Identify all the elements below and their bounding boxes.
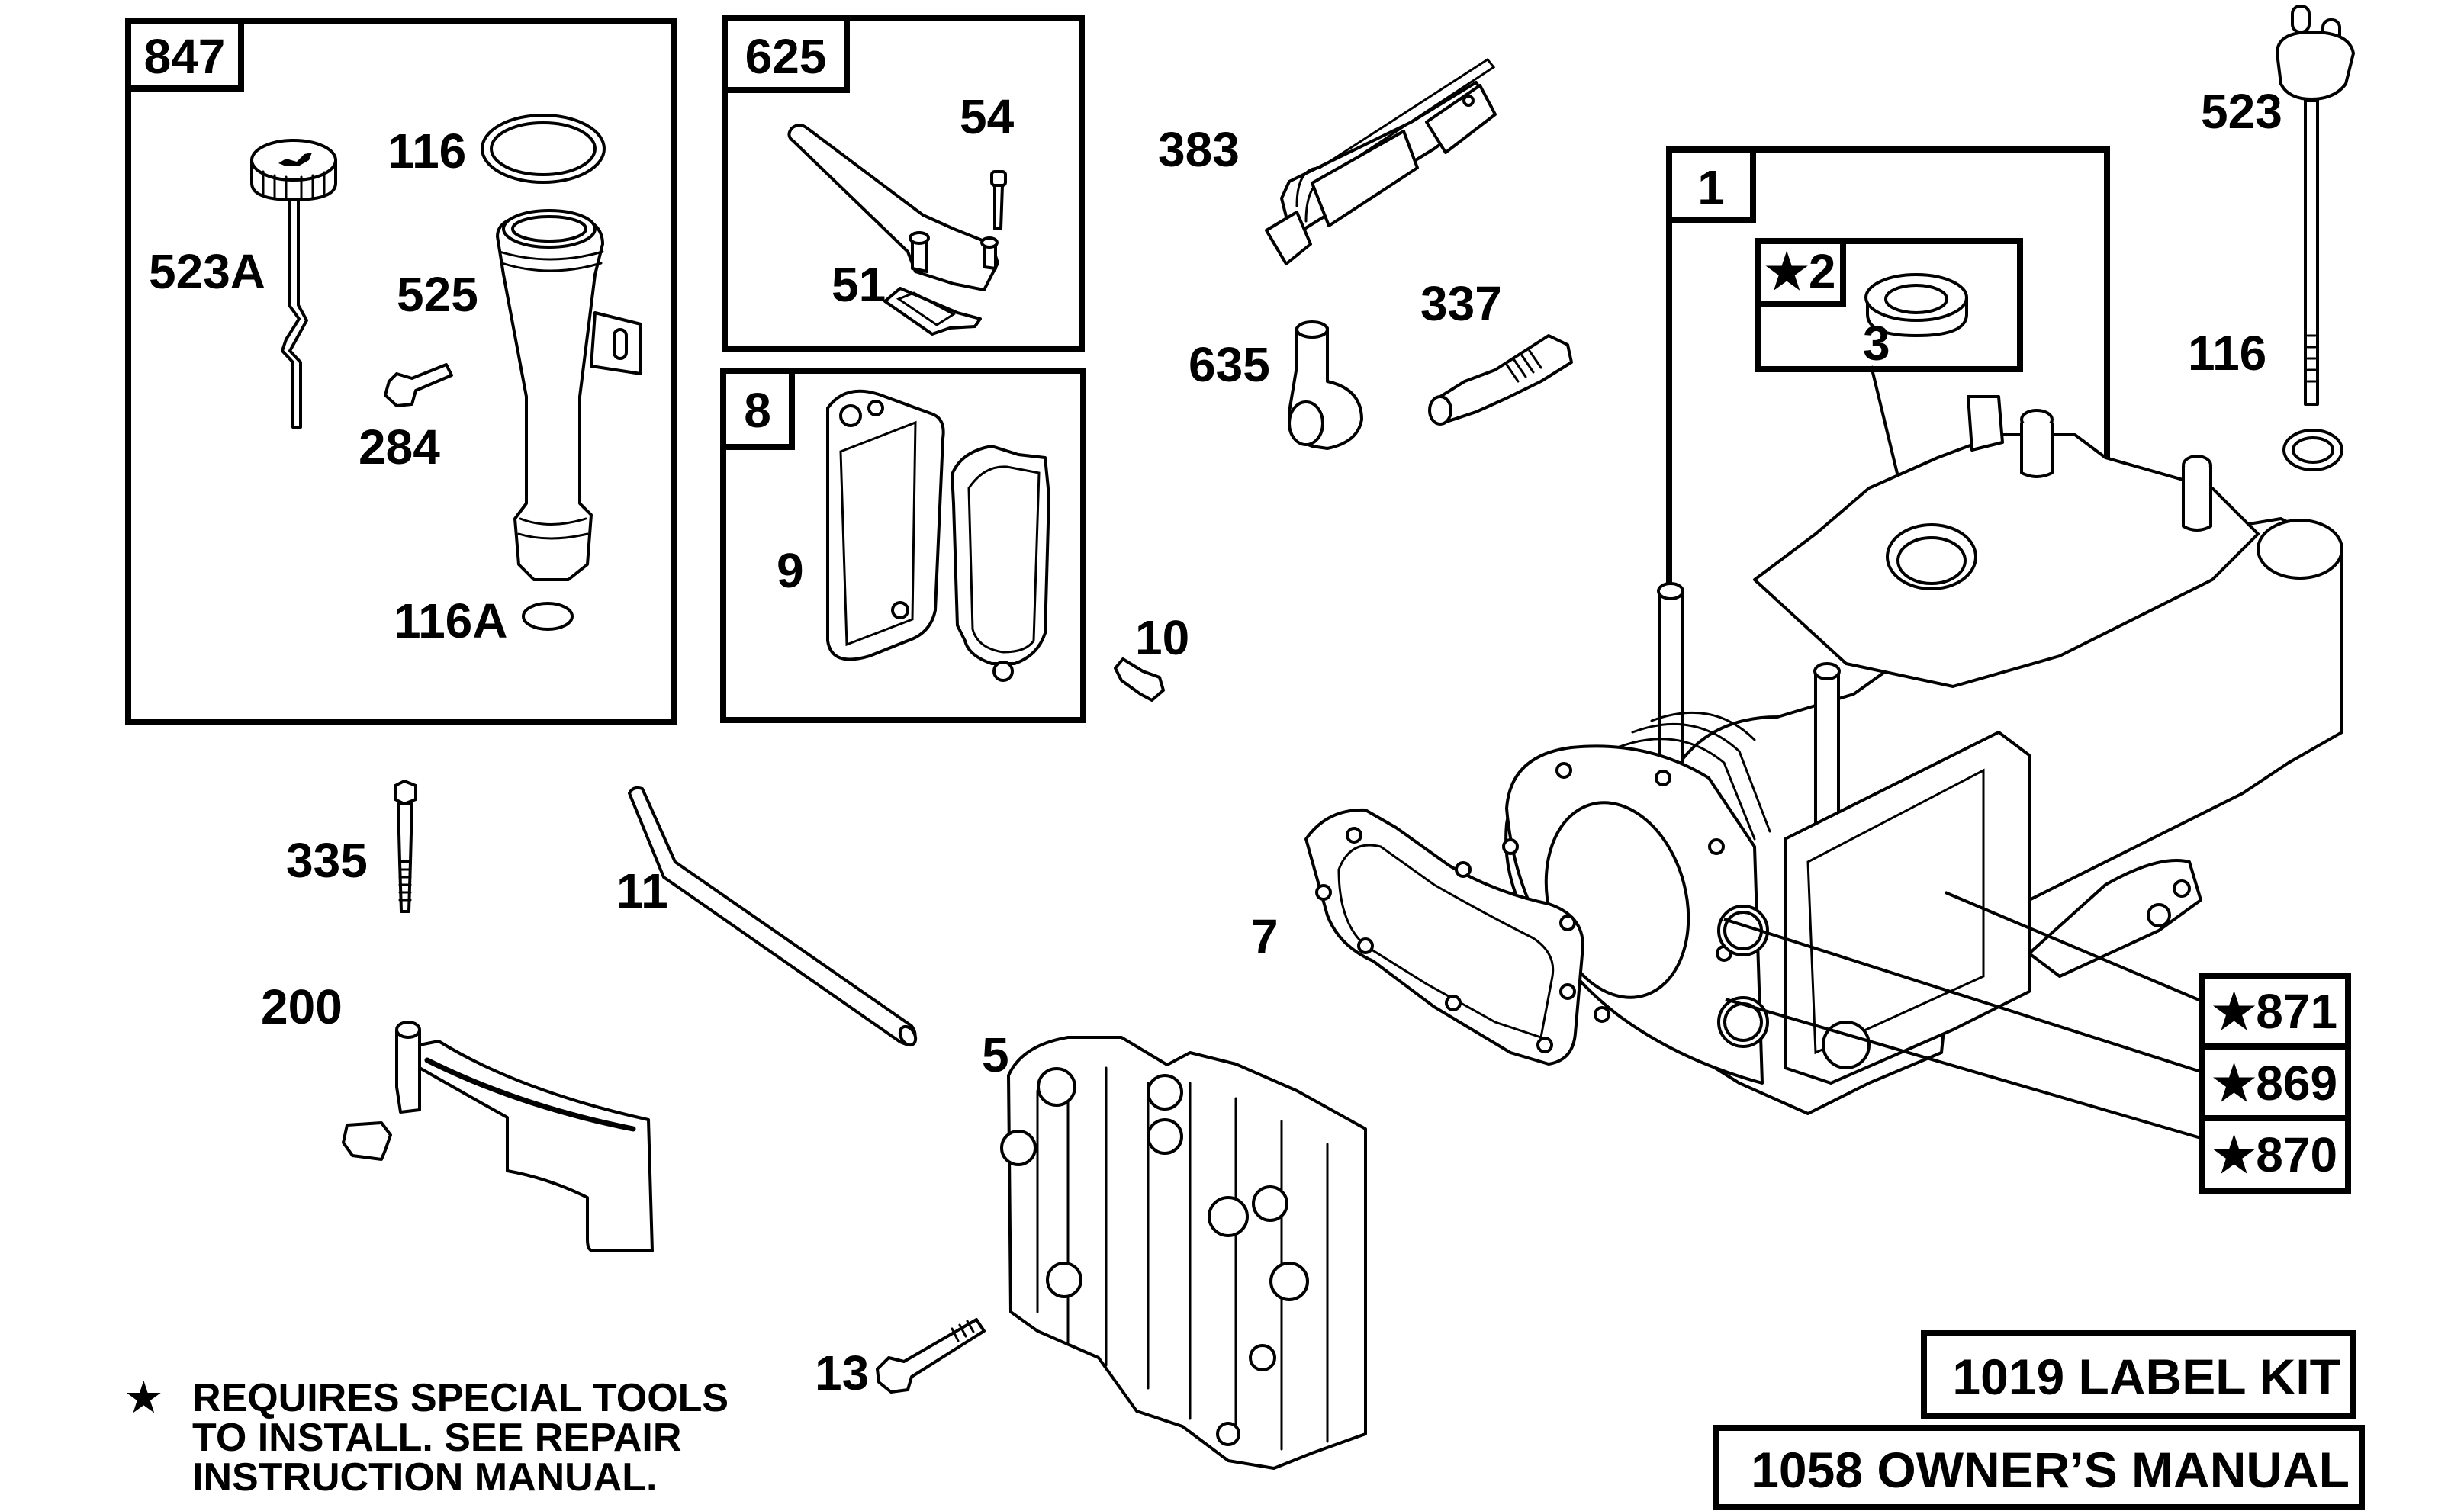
dipstick-tube-525[interactable]: [496, 209, 642, 581]
breather-cover-8[interactable]: [951, 445, 1050, 682]
label-5: 5: [982, 1027, 1009, 1082]
kit-625-number-box: [722, 15, 850, 93]
note-star-icon: ★: [126, 1376, 162, 1420]
label-871: ★871: [2212, 984, 2337, 1039]
label-525: 525: [397, 267, 478, 322]
kit-8-number-box: [720, 368, 795, 450]
label-635: 635: [1189, 337, 1270, 392]
label-116-right: 116: [2188, 326, 2266, 381]
leader-870: [1725, 998, 2202, 1140]
owners-manual-text: 1058 OWNER’S MANUAL: [1751, 1442, 2350, 1498]
kit-847-number-box: [125, 18, 244, 92]
note-line-3: INSTRUCTION MANUAL.: [192, 1455, 658, 1500]
gasket-51[interactable]: [883, 287, 982, 336]
label-11: 11: [616, 863, 668, 918]
leader-871: [1945, 891, 2202, 1002]
kit-8-group: 8 9: [720, 368, 1086, 723]
cylinder-block-1[interactable]: [1502, 395, 2343, 1115]
label-10: 10: [1135, 610, 1189, 665]
kit-2-number-box: [1755, 238, 1846, 307]
bolt-13[interactable]: [876, 1318, 986, 1394]
label-200: 200: [261, 979, 343, 1034]
spark-plug-337[interactable]: [1428, 334, 1573, 426]
dipstick-523A[interactable]: [250, 139, 337, 429]
kit-8-number: 8: [744, 383, 771, 438]
o-ring-116[interactable]: [481, 114, 606, 184]
label-13: 13: [815, 1345, 869, 1400]
label-383: 383: [1158, 122, 1240, 177]
kit-1-frame: [1666, 146, 2110, 584]
label-116A: 116A: [394, 593, 507, 648]
label-9: 9: [777, 543, 804, 598]
label-7: 7: [1251, 909, 1279, 964]
special-tools-note: ★ REQUIRES SPECIAL TOOLS TO INSTALL. SEE…: [126, 1376, 729, 1500]
ignition-coil-383[interactable]: [1265, 58, 1497, 265]
spark-plug-boot-635[interactable]: [1288, 320, 1363, 450]
label-kit-box: 1019 LABEL KIT: [1921, 1330, 2356, 1419]
label-869: ★869: [2212, 1056, 2337, 1111]
kit-625-frame: [722, 15, 1085, 352]
note-line-2: TO INSTALL. SEE REPAIR: [192, 1416, 681, 1460]
kit-847-frame: [125, 18, 677, 725]
note-line-1: REQUIRES SPECIAL TOOLS: [192, 1376, 729, 1420]
kit-847-group: 847 523A 116 525 284: [125, 18, 677, 725]
label-870: ★870: [2212, 1127, 2337, 1182]
kit-1-group: 1 ★2 3: [1502, 146, 2343, 1115]
label-284: 284: [359, 420, 440, 474]
kit-1-number: 1: [1697, 160, 1725, 215]
label-337: 337: [1420, 276, 1502, 331]
label-116-kit847: 116: [388, 124, 466, 178]
kit-847-number: 847: [144, 29, 226, 84]
label-54: 54: [960, 89, 1015, 144]
owners-manual-frame: [1713, 1425, 2365, 1510]
dipstick-523[interactable]: [2276, 5, 2355, 406]
gasket-9[interactable]: [826, 389, 945, 661]
bolt-284[interactable]: [384, 363, 453, 407]
washer-116[interactable]: [2282, 429, 2343, 471]
kit-8-frame: [720, 368, 1086, 723]
head-gasket-7[interactable]: [1304, 808, 1584, 1066]
kit-2-number: ★2: [1765, 244, 1836, 299]
cylinder-head-5[interactable]: [1000, 1036, 1367, 1470]
breather-tube-625[interactable]: [787, 124, 999, 291]
label-3: 3: [1863, 316, 1890, 371]
special-tool-labels-frame: [2199, 973, 2351, 1194]
oil-seal-3[interactable]: [1864, 273, 1968, 337]
leader-869: [1723, 918, 2202, 1073]
kit-625-number: 625: [745, 29, 827, 84]
owners-manual-box: 1058 OWNER’S MANUAL: [1713, 1425, 2365, 1510]
screw-335[interactable]: [394, 780, 417, 913]
bolt-10[interactable]: [1114, 657, 1165, 702]
kit-625-group: 625 54 51: [722, 15, 1085, 352]
kit-1-number-box: [1666, 146, 1756, 223]
label-kit-frame: [1921, 1330, 2356, 1419]
label-51: 51: [832, 257, 886, 312]
label-kit-text: 1019 LABEL KIT: [1952, 1349, 2340, 1405]
air-vane-200[interactable]: [342, 1021, 654, 1252]
screw-54[interactable]: [990, 170, 1007, 230]
o-ring-116A[interactable]: [522, 602, 574, 631]
special-tool-labels: ★871 ★869 ★870: [1723, 891, 2351, 1194]
label-523: 523: [2201, 84, 2282, 139]
breather-tube-11[interactable]: [628, 786, 918, 1048]
label-335: 335: [286, 833, 368, 888]
label-523A: 523A: [149, 244, 265, 299]
